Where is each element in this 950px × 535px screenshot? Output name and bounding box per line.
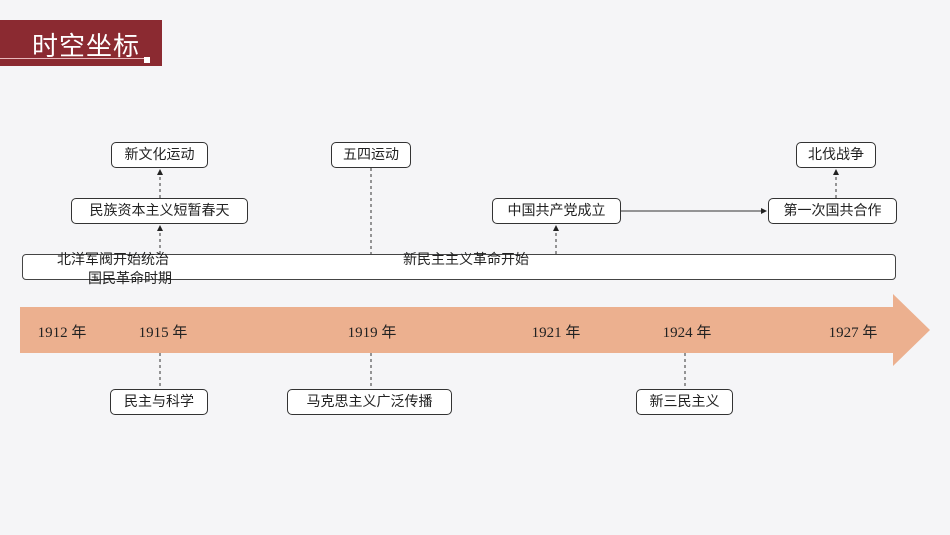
- event-minzhu-kexue: 民主与科学: [110, 389, 208, 415]
- year-label: 1927 年: [828, 325, 878, 341]
- event-guogong: 第一次国共合作: [768, 198, 897, 224]
- event-zhonggong: 中国共产党成立: [492, 198, 621, 224]
- bar-beiyang: 北洋军阀开始统治: [57, 252, 169, 268]
- event-minzu-ziben: 民族资本主义短暂春天: [71, 198, 248, 224]
- title-dot: [144, 57, 150, 63]
- event-beifa: 北伐战争: [796, 142, 876, 168]
- event-xinsanmin: 新三民主义: [636, 389, 733, 415]
- year-label: 1919 年: [347, 325, 397, 341]
- year-label: 1912 年: [37, 325, 87, 341]
- section-title-text: 时空坐标: [32, 32, 141, 62]
- year-label: 1924 年: [662, 325, 712, 341]
- bar-xinminzhu: 新民主主义革命开始: [403, 252, 529, 268]
- event-wusi: 五四运动: [331, 142, 411, 168]
- timeline-arrow: [20, 294, 930, 366]
- year-label: 1921 年: [531, 325, 581, 341]
- event-makesi: 马克思主义广泛传播: [287, 389, 452, 415]
- event-xinwenhua: 新文化运动: [111, 142, 208, 168]
- section-title: 时空坐标: [0, 20, 162, 66]
- bar-guomin: 国民革命时期: [88, 271, 172, 287]
- period-bar: [22, 254, 896, 280]
- year-label: 1915 年: [138, 325, 188, 341]
- title-underline: [0, 58, 146, 59]
